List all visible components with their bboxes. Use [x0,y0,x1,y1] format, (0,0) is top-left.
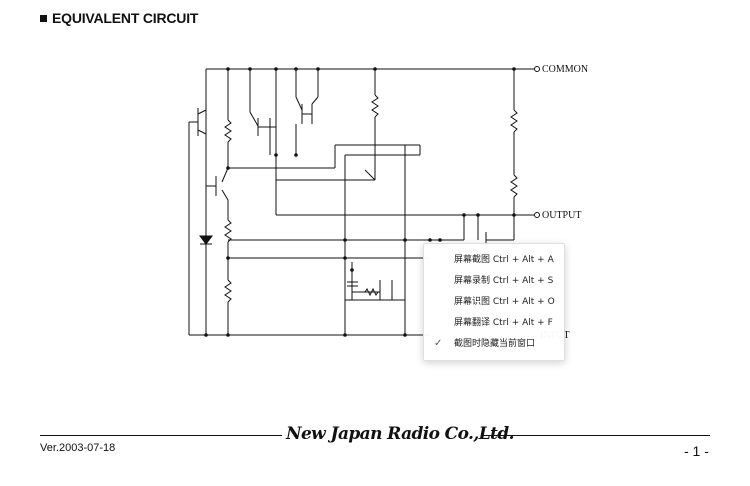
footer-rule-left [40,435,282,436]
pin-label-common: COMMON [542,64,588,75]
section-heading-text: EQUIVALENT CIRCUIT [52,10,199,26]
menu-item-screen-record[interactable]: 屏幕录制 Ctrl + Alt + S [424,271,564,291]
menu-item-screen-translate[interactable]: 屏幕翻译 Ctrl + Alt + F [424,313,564,333]
checkmark-icon: ✓ [434,338,443,349]
screenshot-context-menu: 屏幕截图 Ctrl + Alt + A 屏幕录制 Ctrl + Alt + S … [423,243,565,361]
page-number: - 1 - [684,443,709,459]
company-logo: New Japan Radio Co.,Ltd. [286,424,515,444]
version-text: Ver.2003-07-18 [40,442,116,454]
menu-item-screen-ocr[interactable]: 屏幕识图 Ctrl + Alt + O [424,292,564,312]
menu-item-label: 截图时隐藏当前窗口 [454,339,536,349]
menu-item-label: 屏幕录制 Ctrl + Alt + S [454,276,554,286]
menu-item-label: 屏幕翻译 Ctrl + Alt + F [454,318,553,328]
pin-label-output: OUTPUT [542,210,581,221]
bullet-square-icon [40,14,47,22]
menu-item-screen-capture[interactable]: 屏幕截图 Ctrl + Alt + A [424,250,564,270]
section-heading: EQUIVALENT CIRCUIT [40,10,198,26]
menu-item-label: 屏幕截图 Ctrl + Alt + A [454,255,554,265]
footer-rule-right [482,435,710,436]
menu-item-hide-window[interactable]: ✓ 截图时隐藏当前窗口 [424,334,564,354]
menu-item-label: 屏幕识图 Ctrl + Alt + O [454,297,555,307]
